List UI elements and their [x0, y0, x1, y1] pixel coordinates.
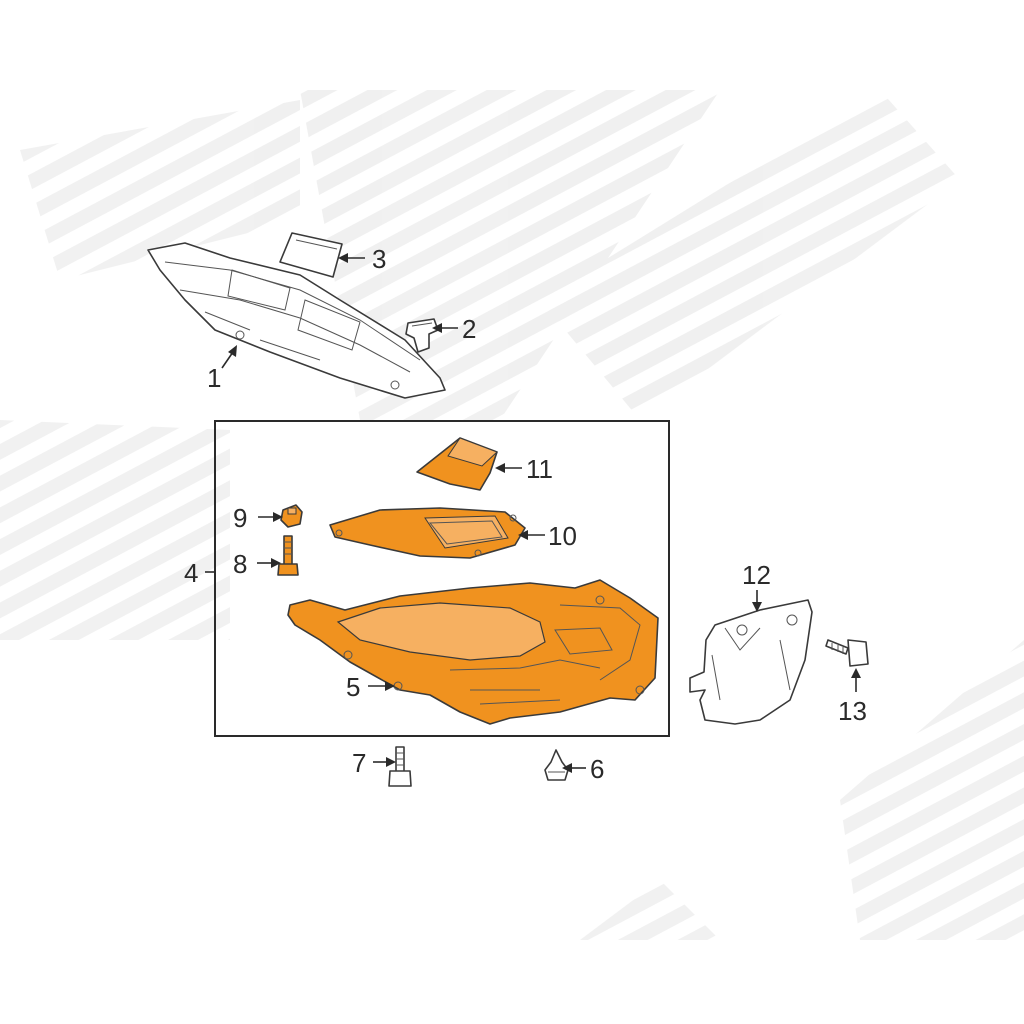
part-5-engine-under-cover [287, 579, 659, 725]
callout-labels: 1 2 3 4 5 6 7 8 9 10 11 12 13 [184, 244, 867, 784]
part-10-panel [329, 507, 526, 559]
callout-7: 7 [352, 748, 366, 778]
part-13-screw [825, 639, 869, 667]
callout-13: 13 [838, 696, 867, 726]
callout-3: 3 [372, 244, 386, 274]
callout-6: 6 [590, 754, 604, 784]
part-8-bolt [277, 535, 299, 576]
callout-9: 9 [233, 503, 247, 533]
part-1-upper-engine-shield [147, 242, 446, 399]
leader-lines [205, 253, 861, 773]
callout-5: 5 [346, 672, 360, 702]
callout-8: 8 [233, 549, 247, 579]
callout-1: 1 [207, 363, 221, 393]
callout-12: 12 [742, 560, 771, 590]
part-6-clip [544, 749, 569, 781]
callout-11: 11 [526, 454, 553, 484]
part-12-side-shield [689, 599, 813, 725]
watermark [0, 90, 1024, 940]
group-4-frame [214, 420, 670, 737]
callout-2: 2 [462, 314, 476, 344]
callout-10: 10 [548, 521, 577, 551]
part-9-nut [280, 504, 303, 528]
part-2-clip [405, 318, 439, 353]
callout-4: 4 [184, 558, 198, 588]
part-7-bolt [388, 746, 412, 787]
part-11-cover [416, 437, 498, 491]
part-3-plate [279, 232, 343, 278]
